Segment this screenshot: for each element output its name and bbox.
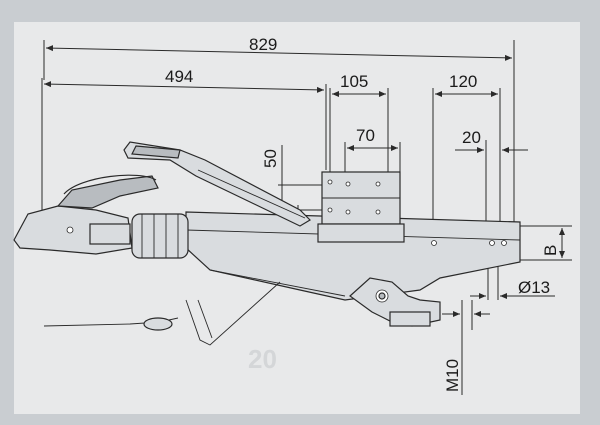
dimension-label-70: 70: [356, 126, 375, 145]
brake-linkage: [349, 277, 441, 327]
rear-mounting-holes: [431, 240, 507, 246]
watermark: 20: [248, 344, 277, 374]
breakaway-cable: [43, 281, 281, 346]
mounting-bracket: [317, 171, 405, 243]
dimension-label-20: 20: [462, 128, 481, 147]
dimension-label-105: 105: [340, 72, 368, 91]
dimension-label-diameter-13: Ø13: [518, 278, 550, 297]
bellows: [131, 213, 189, 259]
dimension-label-b: B: [541, 245, 560, 256]
coupling-head: [13, 174, 159, 255]
dimension-50: 50: [261, 145, 325, 212]
dimension-label-120: 120: [449, 72, 477, 91]
dimension-105: 105: [329, 72, 389, 175]
dimension-label-m10: M10: [443, 359, 462, 392]
dimension-m10: M10: [442, 300, 490, 395]
dimension-494: 494: [41, 67, 327, 210]
dimension-label-50: 50: [261, 149, 280, 168]
dimension-829: 829: [43, 35, 515, 225]
dimension-label-494: 494: [165, 67, 193, 86]
dimension-label-829: 829: [249, 35, 277, 54]
handbrake-lever: [123, 141, 311, 227]
